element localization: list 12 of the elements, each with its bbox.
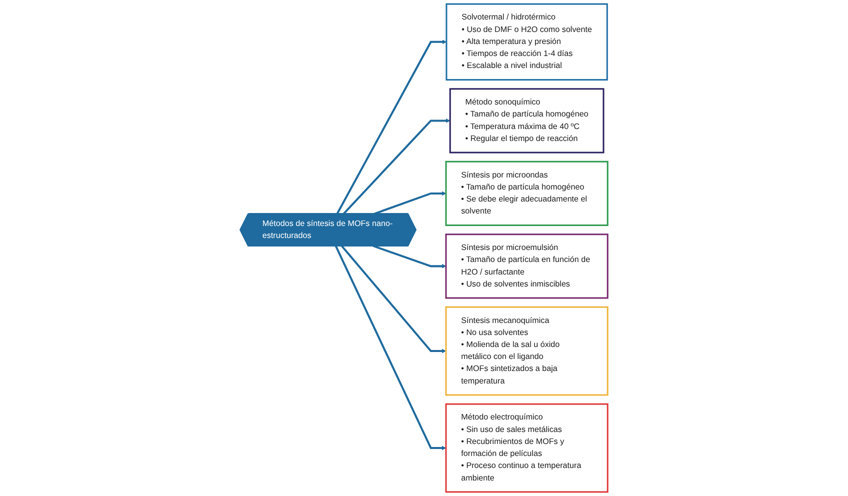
node-box: Método electroquímico • Sin uso de sales metálicas • Recubrimientos de MOFs y formación de películas • Proceso continuo a temperatura ambiente (445, 403, 608, 493)
arrow (342, 118, 450, 215)
arrow (372, 245, 446, 268)
node-box: Síntesis mecanoquímica • No usa solventes • Molienda de la sal u óxido metálico con el ligando • MOFs sintetizados a baja temperatura (445, 306, 608, 396)
arrow (334, 246, 446, 450)
node-box: Método sonoquímico • Tamaño de partícula homogéneo • Temperatura máxima de 40 ºC • Regular el tiempo de reacción (449, 88, 604, 154)
arrow (336, 40, 447, 215)
node-box: Síntesis por microondas • Tamaño de partícula homogéneo • Se debe elegir adecuadamente el solvente (445, 160, 608, 226)
node-box: Síntesis por microemulsión • Tamaño de partícula en función de H2O / surfactante • Uso de solventes inmiscibles (445, 234, 608, 299)
arrow (372, 191, 446, 216)
arrow (341, 245, 446, 354)
node-box: Solvotermal / hidrotérmico • Uso de DMF o H2O como solvente • Alta temperatura y presión • Tiempos de reacción 1-4 días • Escalable a nivel industrial (446, 3, 608, 81)
